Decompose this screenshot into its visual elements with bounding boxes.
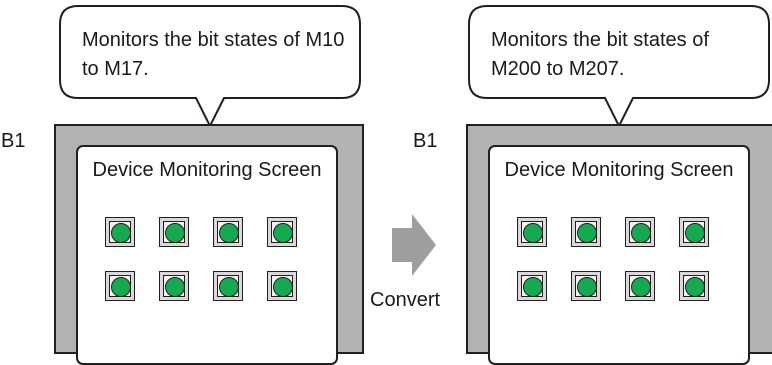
bit-lamp xyxy=(679,217,709,247)
lamp-light-icon xyxy=(685,277,705,297)
lamp-light-icon xyxy=(165,223,185,243)
bit-lamp xyxy=(517,271,547,301)
lamp-light-icon xyxy=(273,223,293,243)
lamp-grid xyxy=(517,217,709,301)
lamp-light-icon xyxy=(111,277,131,297)
lamp-light-icon xyxy=(219,223,239,243)
lamp-light-icon xyxy=(631,277,651,297)
screen-frame-right: Device Monitoring Screen xyxy=(466,124,772,365)
lamp-grid xyxy=(105,217,297,301)
lamp-light-icon xyxy=(523,223,543,243)
bit-lamp xyxy=(105,271,135,301)
speech-bubble-left: Monitors the bit states of M10 to M17. xyxy=(58,4,362,129)
lamp-light-icon xyxy=(111,223,131,243)
speech-bubble-right: Monitors the bit states of M200 to M207. xyxy=(467,4,771,129)
lamp-light-icon xyxy=(219,277,239,297)
speech-bubble-shape xyxy=(468,5,770,129)
lamp-light-icon xyxy=(165,277,185,297)
bit-lamp xyxy=(571,217,601,247)
bit-lamp xyxy=(213,217,243,247)
bit-lamp xyxy=(213,271,243,301)
screen-frame-left: Device Monitoring Screen xyxy=(54,124,364,365)
lamp-light-icon xyxy=(685,223,705,243)
bit-lamp xyxy=(625,271,655,301)
lamp-light-icon xyxy=(577,223,597,243)
convert-arrow-icon xyxy=(392,214,436,276)
device-monitoring-panel: Device Monitoring Screen xyxy=(76,145,338,365)
bubble-text: Monitors the bit states of M200 to M207. xyxy=(491,29,709,80)
bit-lamp xyxy=(571,271,601,301)
bit-lamp xyxy=(517,217,547,247)
bit-lamp xyxy=(267,271,297,301)
convert-label: Convert xyxy=(370,289,441,311)
bit-lamp xyxy=(105,217,135,247)
bit-lamp xyxy=(159,217,189,247)
bubble-text: Monitors the bit states of M10 to M17. xyxy=(82,29,345,80)
bit-lamp xyxy=(267,217,297,247)
bit-lamp xyxy=(625,217,655,247)
panel-title: Device Monitoring Screen xyxy=(504,159,734,181)
lamp-light-icon xyxy=(523,277,543,297)
device-monitoring-panel: Device Monitoring Screen xyxy=(488,145,750,365)
speech-bubble-shape xyxy=(59,5,361,129)
panel-title: Device Monitoring Screen xyxy=(92,159,322,181)
bit-lamp xyxy=(679,271,709,301)
lamp-light-icon xyxy=(631,223,651,243)
lamp-light-icon xyxy=(577,277,597,297)
lamp-light-icon xyxy=(273,277,293,297)
bit-lamp xyxy=(159,271,189,301)
screen-label-right: B1 xyxy=(413,130,438,152)
screen-label-left: B1 xyxy=(1,130,26,152)
